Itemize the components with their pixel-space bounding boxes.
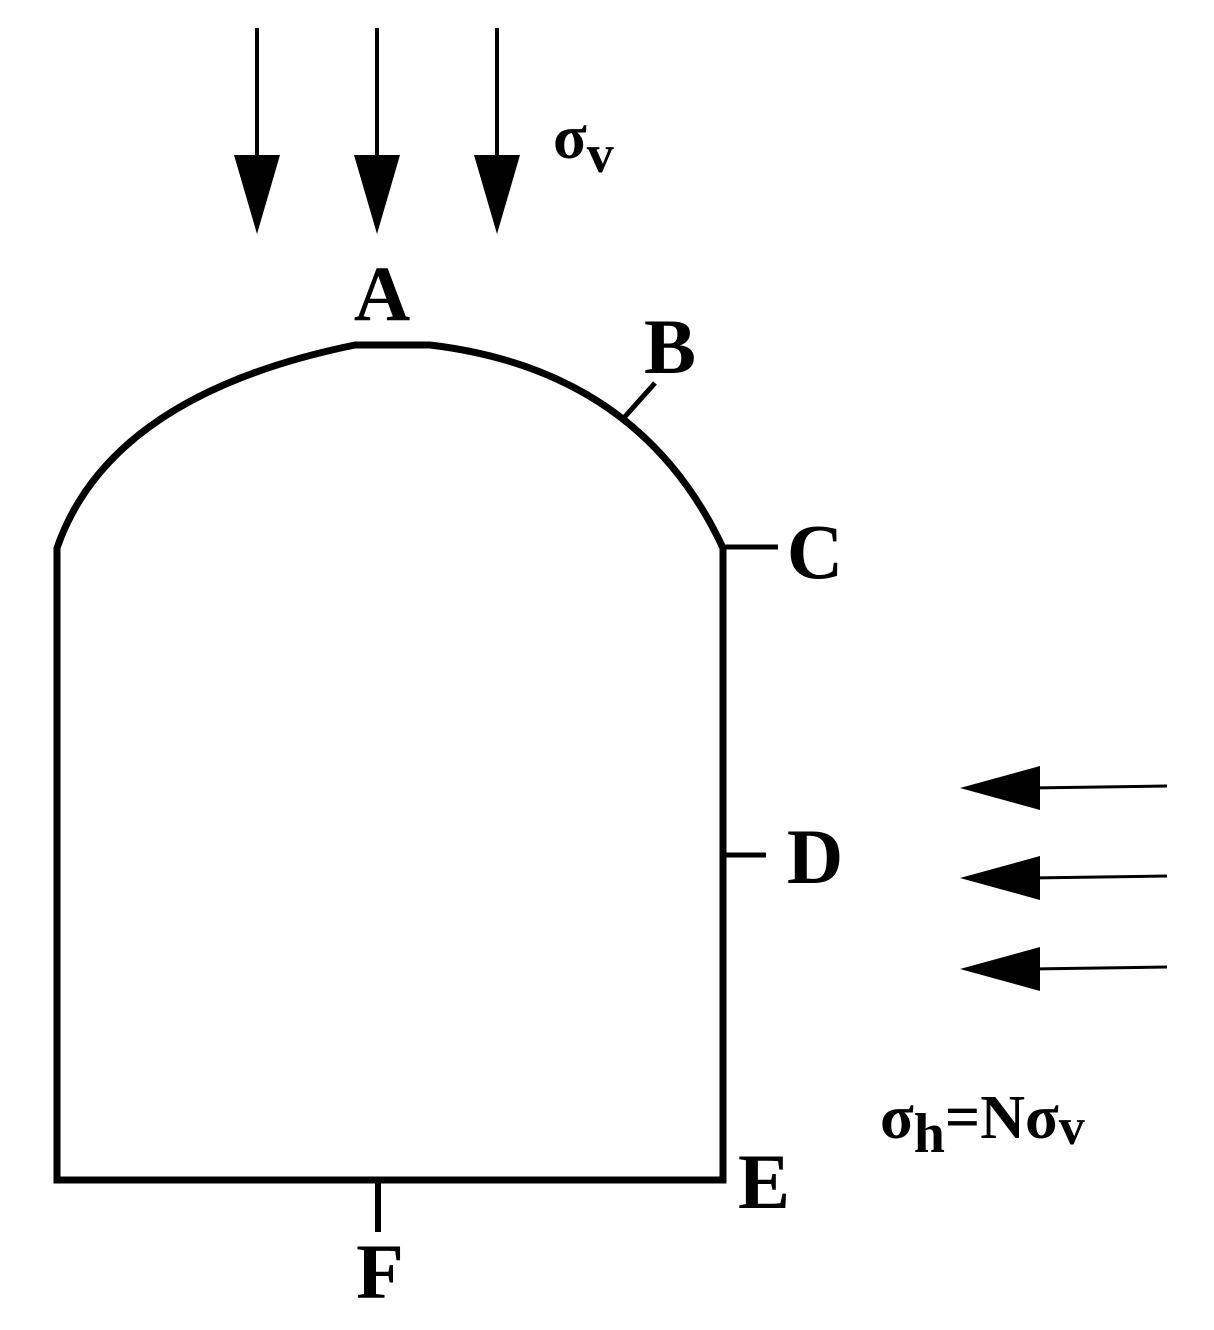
vertical-arrow-center bbox=[354, 28, 400, 234]
point-c-label: C bbox=[787, 508, 843, 595]
vertical-stress-label: σv bbox=[553, 104, 614, 184]
horizontal-arrow-bottom bbox=[960, 947, 1168, 991]
point-d-label: D bbox=[787, 813, 843, 900]
vertical-arrow-left bbox=[234, 28, 280, 234]
point-f-label: F bbox=[356, 1228, 404, 1315]
horizontal-stress-label: σh=Nσv bbox=[880, 1084, 1085, 1165]
point-a-label: A bbox=[354, 250, 410, 337]
tunnel-outline bbox=[53, 341, 727, 1184]
vertical-arrow-right bbox=[474, 28, 520, 234]
point-b-label: B bbox=[644, 303, 696, 390]
vertical-load-arrows bbox=[234, 28, 520, 234]
horizontal-load-arrows bbox=[960, 766, 1168, 991]
point-e-label: E bbox=[738, 1138, 790, 1225]
horizontal-arrow-top bbox=[960, 766, 1168, 810]
horizontal-arrow-middle bbox=[960, 856, 1168, 900]
point-b-tick bbox=[620, 381, 657, 422]
